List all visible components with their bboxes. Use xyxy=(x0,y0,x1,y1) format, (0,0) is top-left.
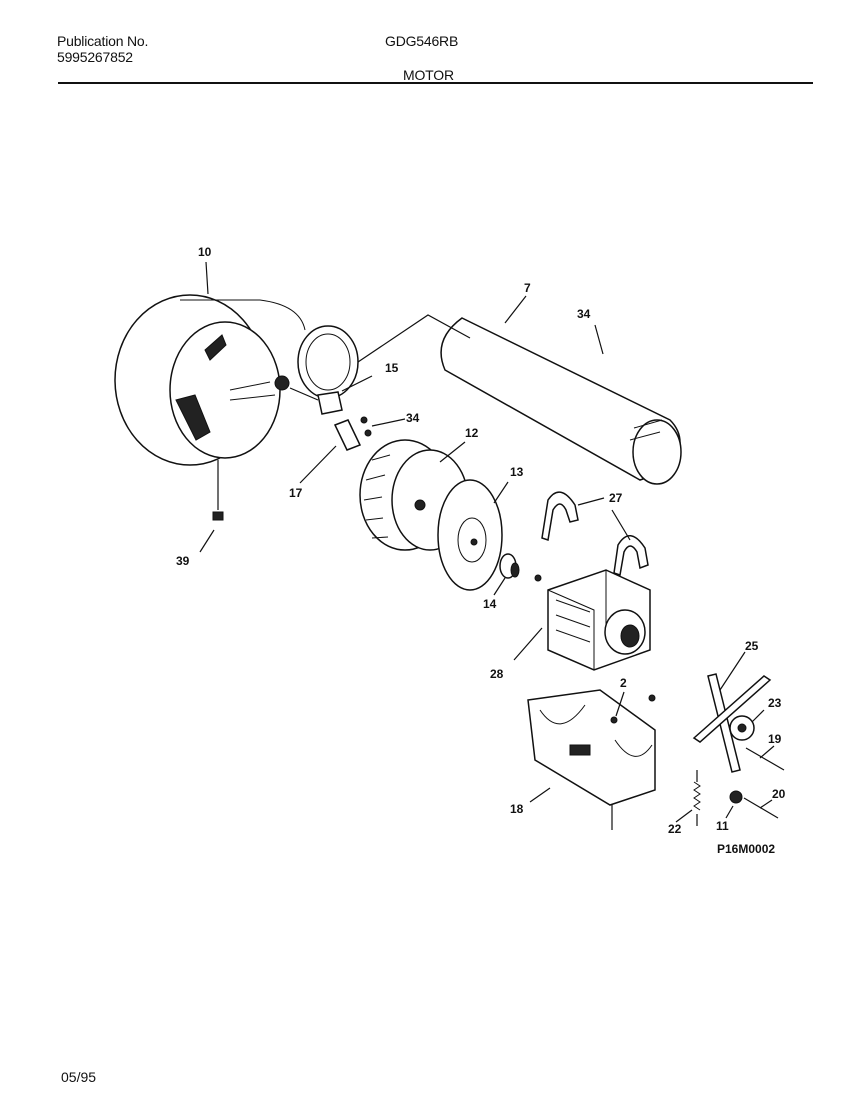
footer-date: 05/95 xyxy=(61,1069,97,1085)
publication-label: Publication No. xyxy=(57,33,149,49)
clamp-part xyxy=(541,491,649,576)
callout-18: 18 xyxy=(510,802,524,816)
spring-part xyxy=(693,770,701,826)
idler-arm-part xyxy=(692,673,785,773)
callout-7: 7 xyxy=(524,281,531,295)
blower-housing-part xyxy=(114,294,359,466)
callout-20: 20 xyxy=(772,787,786,801)
callout-27: 27 xyxy=(609,491,623,505)
screw-39-part xyxy=(212,460,224,521)
bracket-part xyxy=(274,375,362,451)
callout-28: 28 xyxy=(490,667,504,681)
callout-15: 15 xyxy=(385,361,399,375)
screw-part xyxy=(360,416,372,437)
exhaust-duct-part xyxy=(440,317,682,485)
motor-part xyxy=(534,569,651,671)
callout-23: 23 xyxy=(768,696,782,710)
callout-2: 2 xyxy=(620,676,627,690)
publication-number: 5995267852 xyxy=(57,49,133,65)
callout-10: 10 xyxy=(198,245,212,259)
callout-25: 25 xyxy=(745,639,759,653)
callout-34: 34 xyxy=(406,411,420,425)
callout-14: 14 xyxy=(483,597,497,611)
motor-mount-part xyxy=(527,689,656,830)
callout-19: 19 xyxy=(768,732,782,746)
callout-17: 17 xyxy=(289,486,303,500)
blower-plate-part xyxy=(437,479,503,591)
callout-13: 13 xyxy=(510,465,524,479)
callout-11: 11 xyxy=(716,819,729,833)
screw-2-part xyxy=(610,694,656,724)
model-number: GDG546RB xyxy=(385,33,459,49)
callout-39: 39 xyxy=(176,554,190,568)
nut-part xyxy=(729,790,779,819)
washer-part xyxy=(499,553,520,579)
callout-34-duct: 34 xyxy=(577,307,591,321)
section-title: MOTOR xyxy=(403,67,454,83)
header-rule xyxy=(58,82,813,84)
figure-id: P16M0002 xyxy=(717,842,775,856)
callout-22: 22 xyxy=(668,822,682,836)
callout-12: 12 xyxy=(465,426,479,440)
